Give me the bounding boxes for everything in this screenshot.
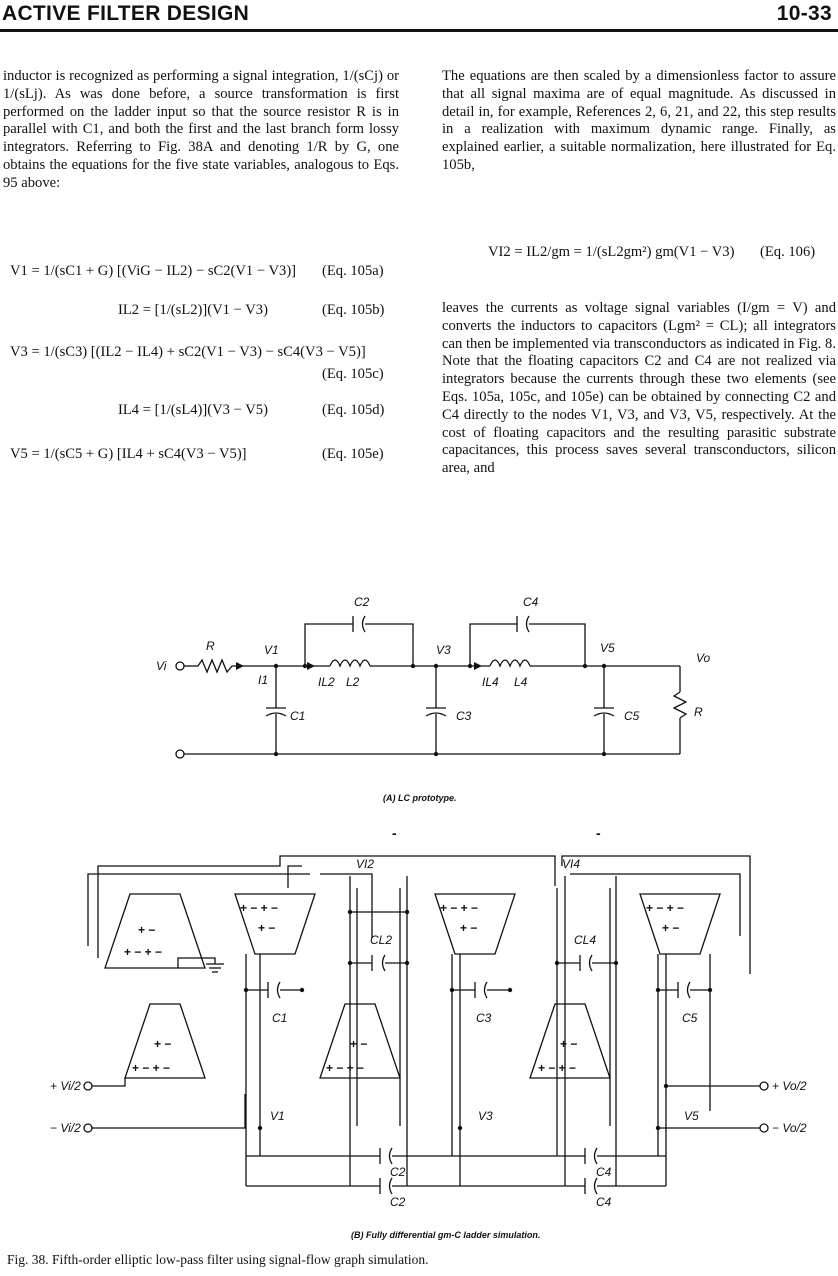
- label-i1: I1: [258, 673, 268, 687]
- svg-text:+ −: + −: [662, 921, 679, 935]
- label-c5: C5: [682, 1011, 698, 1025]
- label-il4: IL4: [482, 675, 499, 689]
- label-c5: C5: [624, 709, 640, 723]
- page-number: 10-33: [776, 2, 832, 25]
- equation-tag: (Eq. 105d): [322, 402, 385, 418]
- label-output-positive: + Vo/2: [772, 1079, 807, 1093]
- svg-text:+ −: + −: [258, 921, 275, 935]
- label-vi2: VI2: [356, 857, 374, 871]
- label-c4-a: C4: [596, 1165, 612, 1179]
- svg-text:+ − + −: + − + −: [132, 1061, 170, 1075]
- equation-expression: IL2 = [1/(sL2)](V1 − V3): [118, 302, 268, 318]
- equation-tag: (Eq. 106): [760, 244, 816, 260]
- gmc-ladder-schematic: + − + − + − + − + − + − + − + − + − + − …: [50, 826, 807, 1209]
- label-il2: IL2: [318, 675, 335, 689]
- running-header: ACTIVE FILTER DESIGN 10-33: [0, 0, 838, 30]
- equation-105b: IL2 = [1/(sL2)](V1 − V3): [118, 302, 268, 319]
- svg-text:+ − + −: + − + −: [326, 1061, 364, 1075]
- label-vo: Vo: [696, 651, 711, 665]
- right-paragraph-2: leaves the currents as voltage signal va…: [442, 300, 836, 477]
- equation-expression: V5 = 1/(sC5 + G) [IL4 + sC4(V3 − V5)]: [10, 446, 247, 462]
- label-input-negative: − Vi/2: [50, 1121, 81, 1135]
- label-r-input: R: [206, 639, 215, 653]
- right-paragraph-1: The equations are then scaled by a dimen…: [442, 68, 836, 173]
- figure-caption: Fig. 38. Fifth-order elliptic low-pass f…: [7, 1252, 429, 1267]
- equation-expression: V3 = 1/(sC3) [(IL2 − IL4) + sC2(V1 − V3)…: [10, 344, 366, 360]
- svg-text:+ − + −: + − + −: [124, 945, 162, 959]
- label-r-output: R: [694, 705, 703, 719]
- svg-text:+ −: + −: [138, 923, 155, 937]
- equation-105c: V3 = 1/(sC3) [(IL2 − IL4) + sC2(V1 − V3)…: [10, 344, 366, 361]
- header-rule: [0, 29, 838, 32]
- label-c4-b: C4: [596, 1195, 612, 1209]
- svg-text:+ −: + −: [460, 921, 477, 935]
- equation-expression: VI2 = IL2/gm = 1/(sL2gm²) gm(V1 − V3): [488, 244, 735, 260]
- label-v5: V5: [684, 1109, 699, 1123]
- label-c3: C3: [476, 1011, 492, 1025]
- label-c2-b: C2: [390, 1195, 406, 1209]
- lc-prototype-schematic: C2 C4 R V1 V3 V5 Vi Vo I1 IL2 L2 IL4 L4 …: [156, 595, 711, 759]
- equation-106: VI2 = IL2/gm = 1/(sL2gm²) gm(V1 − V3): [488, 244, 734, 261]
- label-c2: C2: [354, 595, 370, 609]
- label-v3: V3: [436, 643, 451, 657]
- label-c1: C1: [272, 1011, 287, 1025]
- label-cl2: CL2: [370, 933, 392, 947]
- label-c1: C1: [290, 709, 305, 723]
- equation-tag: (Eq. 105c): [322, 366, 384, 382]
- equation-105e: V5 = 1/(sC5 + G) [IL4 + sC4(V3 − V5)]: [10, 446, 247, 463]
- figure-a-caption: (A) LC prototype.: [383, 793, 457, 803]
- equation-105d: IL4 = [1/(sL4)](V3 − V5): [118, 402, 268, 419]
- label-v3: V3: [478, 1109, 493, 1123]
- label-c4: C4: [523, 595, 539, 609]
- label-c3: C3: [456, 709, 472, 723]
- label-v1: V1: [264, 643, 279, 657]
- label-cl4: CL4: [574, 933, 596, 947]
- svg-text:+ − + −: + − + −: [538, 1061, 576, 1075]
- label-output-negative: − Vo/2: [772, 1121, 807, 1135]
- label-v5: V5: [600, 641, 615, 655]
- left-column: inductor is recognized as performing a s…: [3, 68, 399, 193]
- label-v1: V1: [270, 1109, 285, 1123]
- equation-105a: V1 = 1/(sC1 + G) [(ViG − IL2) − sC2(V1 −…: [10, 263, 296, 280]
- label-minus-a: -: [392, 826, 397, 841]
- label-l4: L4: [514, 675, 528, 689]
- right-column: The equations are then scaled by a dimen…: [442, 68, 836, 175]
- svg-text:+ − + −: + − + −: [646, 901, 684, 915]
- equation-tag: (Eq. 105a): [322, 263, 384, 279]
- svg-text:+ − + −: + − + −: [240, 901, 278, 915]
- svg-text:+ − + −: + − + −: [440, 901, 478, 915]
- figure-b-caption: (B) Fully differential gm-C ladder simul…: [351, 1230, 541, 1240]
- left-paragraph: inductor is recognized as performing a s…: [3, 68, 399, 191]
- label-vi4: VI4: [562, 857, 580, 871]
- right-column-continued: leaves the currents as voltage signal va…: [442, 300, 836, 478]
- equation-expression: V1 = 1/(sC1 + G) [(ViG − IL2) − sC2(V1 −…: [10, 263, 297, 279]
- label-input-positive: + Vi/2: [50, 1079, 81, 1093]
- label-l2: L2: [346, 675, 360, 689]
- svg-text:+ −: + −: [154, 1037, 171, 1051]
- svg-text:+ −: + −: [350, 1037, 367, 1051]
- label-vi: Vi: [156, 659, 167, 673]
- equation-tag: (Eq. 105b): [322, 302, 385, 318]
- label-minus-b: -: [596, 826, 601, 841]
- svg-text:+ −: + −: [560, 1037, 577, 1051]
- equation-expression: IL4 = [1/(sL4)](V3 − V5): [118, 402, 268, 418]
- label-c2-a: C2: [390, 1165, 406, 1179]
- section-title: ACTIVE FILTER DESIGN: [2, 2, 250, 25]
- equation-tag: (Eq. 105e): [322, 446, 384, 462]
